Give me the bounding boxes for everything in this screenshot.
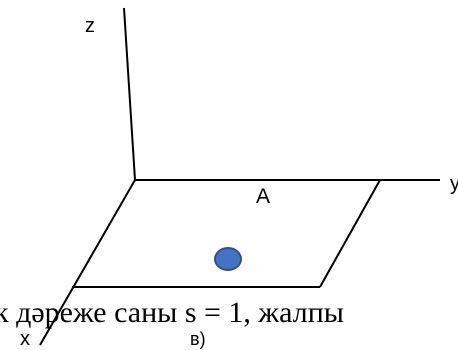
point-a-label: A (256, 185, 270, 208)
point-a-marker (214, 247, 242, 271)
y-axis-label: y (450, 173, 458, 195)
x-axis-label: x (20, 328, 30, 350)
overlapping-body-text: к дәреже саны s = 1, жалпы (0, 296, 344, 329)
plane-right-edge (319, 179, 381, 288)
figure-caption: в) (190, 329, 206, 349)
z-axis (123, 7, 136, 181)
x-axis (39, 179, 136, 346)
z-axis-label: z (85, 15, 95, 37)
